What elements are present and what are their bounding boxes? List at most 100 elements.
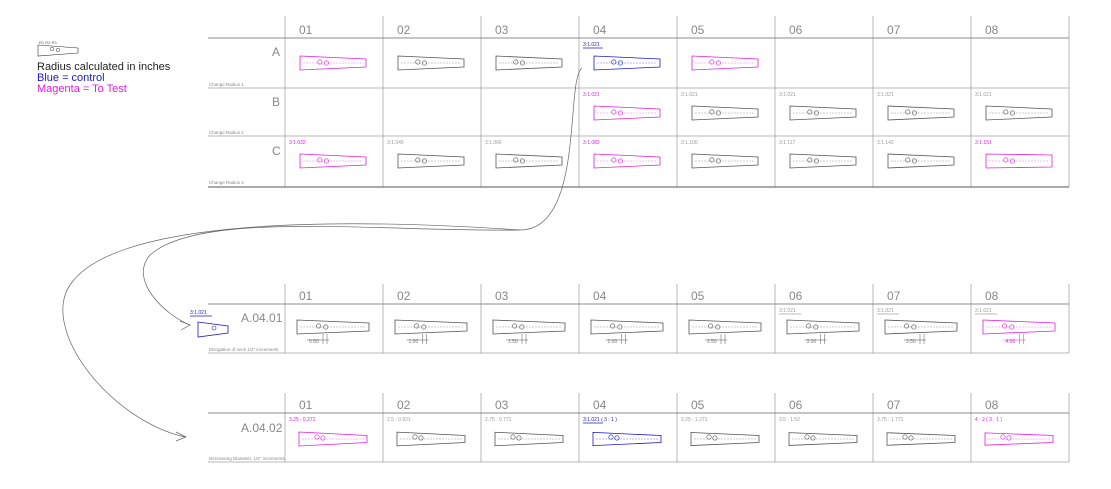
- col-header-08: 08: [985, 289, 999, 303]
- grid-cell: 2.50: [688, 319, 762, 345]
- bottle-ring: [810, 435, 816, 441]
- bottle-diagram: [495, 55, 563, 71]
- connector-to-elongation: [143, 67, 583, 326]
- grid-change-radius: 01 02 03 04 05 06 07 08 A Change Radius …: [208, 16, 1070, 188]
- bottle-diagram: [691, 105, 759, 121]
- col-header-05: 05: [691, 289, 705, 303]
- bottle-outline: [982, 319, 1056, 335]
- grid-cell: 3:1.083: [583, 140, 661, 169]
- grid-cell: 3:1.049: [387, 140, 465, 169]
- cell-label: 3:1.021: [975, 308, 992, 314]
- bottle-diagram: [691, 55, 759, 71]
- bottle-outline: [884, 319, 958, 335]
- cell-label: 3:1.021: [583, 42, 600, 48]
- cell-label: 4 : 2 ( 3 : 1 ): [975, 417, 1002, 423]
- cell-label: 3:1.021: [877, 308, 894, 314]
- bottle-diagram: [494, 431, 564, 447]
- bottle-ring: [415, 157, 421, 163]
- col-header-05: 05: [691, 398, 705, 412]
- legend-line-control: Blue = control: [37, 72, 105, 84]
- bottle-outline: [688, 319, 762, 335]
- col-header-08: 08: [985, 398, 999, 412]
- bottle-ring: [415, 59, 421, 65]
- ref-bottle-label: 3:1.021: [190, 310, 207, 316]
- bottle-ring: [418, 435, 424, 441]
- bottle-diagram: [299, 153, 367, 169]
- bottle-outline: [789, 105, 857, 121]
- grid-cell: 4 : 2 ( 3 : 1 ): [975, 417, 1054, 446]
- bottle-outline: [886, 432, 956, 446]
- bottle-diagram: [887, 153, 955, 169]
- bottle-ring: [314, 434, 320, 440]
- bottle-outline: [593, 153, 661, 169]
- bottle-ring: [316, 323, 322, 329]
- grid-cell: 2.5 : 0.921: [387, 417, 466, 447]
- col-header-04: 04: [593, 289, 607, 303]
- bottle-outline: [296, 319, 370, 335]
- grid-diameter: 01 02 03 04 05 06 07 08 A.04.02 Decreasi…: [208, 393, 1070, 463]
- bottle-outline: [593, 105, 661, 121]
- bottle-outline: [396, 431, 466, 447]
- bottle-ring: [611, 59, 617, 65]
- cell-label: 3:1.021: [681, 92, 698, 98]
- legend-line-test: Magenta = To Test: [37, 83, 127, 95]
- grid-cell: 3.5 : 1.52: [779, 417, 858, 446]
- dimension-label: 2.50: [707, 339, 717, 345]
- grid-cell: 2.00: [590, 319, 664, 345]
- col-header-01: 01: [299, 289, 313, 303]
- bottle-ring: [708, 323, 714, 329]
- bottle-outline: [492, 319, 566, 335]
- grid-cell: 3:1.021 3.50: [877, 308, 958, 345]
- dimension-label: 3.50: [906, 339, 916, 345]
- bottle-diagram: [984, 432, 1054, 446]
- bottle-diagram: [688, 319, 762, 335]
- grid-cell: 3:1.117: [779, 140, 857, 169]
- bottle-outline: [789, 153, 857, 169]
- bottle-diagram: [296, 319, 370, 335]
- bottle-outline: [984, 432, 1054, 446]
- grid-cell: [299, 55, 367, 71]
- bottle-outline: [592, 431, 662, 447]
- bottle-ring: [1006, 435, 1012, 441]
- col-header-03: 03: [495, 398, 509, 412]
- legend-mini-bottle: R1 R2 R3: [37, 40, 79, 57]
- cell-label: 3:1.032: [289, 140, 306, 146]
- col-header-05: 05: [691, 23, 705, 37]
- bottle-ring: [513, 157, 519, 163]
- bottle-ring: [709, 59, 715, 65]
- col-header-02: 02: [397, 289, 411, 303]
- bottle-ring: [905, 109, 911, 115]
- bottle-ring: [807, 157, 813, 163]
- bottle-outline: [298, 431, 368, 447]
- col-header-07: 07: [887, 398, 901, 412]
- bottle-outline: [495, 55, 563, 71]
- bottle-diagram: [593, 55, 661, 71]
- bottle-diagram: [789, 105, 857, 121]
- bottle-diagram: [884, 319, 958, 335]
- cell-label: 3:1.151: [975, 140, 992, 146]
- row-note-b: Change Radius 2: [209, 130, 244, 135]
- cell-label: 3.25 : 1.271: [681, 417, 708, 423]
- dimension-label: 3.00: [807, 339, 817, 345]
- bottle-outline: [397, 153, 465, 169]
- cell-label: 3:1.021: [877, 92, 894, 98]
- col-header-08: 08: [985, 23, 999, 37]
- bottle-outline: [494, 431, 564, 447]
- arrowhead-elongation: [179, 320, 191, 331]
- bottle-diagram: [397, 153, 465, 169]
- grid-cell: 3:1.151: [975, 140, 1053, 169]
- cell-label: 3:1.021: [779, 92, 796, 98]
- bottle-ring: [712, 435, 718, 441]
- bottle-ring: [905, 157, 911, 163]
- grid-cell: 3:1.021: [583, 92, 661, 121]
- bottle-diagram: [394, 319, 468, 335]
- grid-cell: 3:1.142: [877, 140, 955, 169]
- col-header-07: 07: [887, 23, 901, 37]
- bottle-outline: [691, 105, 759, 121]
- bottle-diagram: [590, 319, 664, 335]
- cell-label: 3:1.100: [681, 140, 698, 146]
- bottle-outline: [786, 319, 860, 335]
- connector-to-diameter: [62, 223, 521, 438]
